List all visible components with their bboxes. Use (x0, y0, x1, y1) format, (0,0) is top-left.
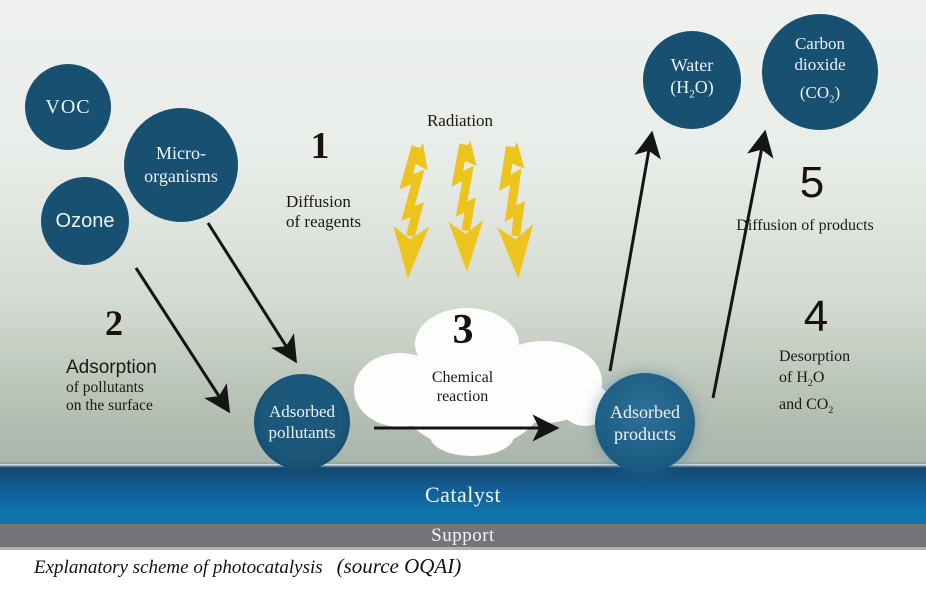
step5-number: 5 (799, 158, 825, 207)
step1-number: 1 (310, 125, 330, 167)
water-circle: Water (H2O) (643, 31, 741, 129)
microorganisms-label-line1: Micro- (156, 143, 206, 163)
voc-label: VOC (45, 95, 91, 118)
support-band: Support (0, 524, 926, 550)
microorganisms-circle: Micro- organisms (124, 108, 238, 222)
step5-text: Diffusion of products (736, 217, 874, 234)
microorganisms-label-line2: organisms (144, 166, 218, 186)
adsorbed-products-circle: Adsorbed products (595, 373, 695, 473)
water-label: Water (670, 55, 714, 76)
step1-text: Diffusion of reagents (286, 192, 362, 231)
step4-text: Desorption of H2O and CO2 (779, 348, 851, 417)
adsorbed-products-line2: products (614, 424, 676, 444)
chemical-reaction-cloud-icon (354, 308, 610, 456)
adsorbed-pollutants-line2: pollutants (268, 423, 336, 442)
co2-label-line2: dioxide (794, 55, 846, 75)
step3-text: Chemical reaction (431, 369, 494, 405)
arrow-microorganisms-to-pollutants (206, 222, 298, 364)
caption-source: (source OQAI) (336, 554, 462, 578)
step2-text: Adsorption of pollutants on the surface (66, 357, 157, 414)
arrow-products-to-co2 (711, 129, 774, 399)
adsorbed-pollutants-circle: Adsorbed pollutants (254, 374, 350, 470)
caption-main: Explanatory scheme of photocatalysis (34, 557, 323, 578)
step4-number: 4 (803, 292, 829, 341)
catalyst-label: Catalyst (424, 482, 502, 507)
adsorbed-pollutants-line1: Adsorbed (268, 402, 336, 421)
step3-number: 3 (452, 307, 474, 353)
carbon-dioxide-circle: Carbon dioxide (CO2) (762, 14, 878, 130)
support-label: Support (431, 524, 495, 546)
radiation-label: Radiation (426, 111, 494, 130)
voc-circle: VOC (25, 64, 111, 150)
figure-caption: Explanatory scheme of photocatalysis (sou… (34, 554, 461, 579)
co2-label-line1: Carbon (794, 34, 846, 54)
water-formula: (H2O) (670, 77, 714, 101)
catalyst-band: Catalyst (0, 462, 926, 526)
adsorbed-products-line1: Adsorbed (610, 402, 680, 422)
ozone-circle: Ozone (41, 177, 129, 265)
arrow-products-to-water (608, 130, 661, 372)
co2-formula: (CO2) (799, 83, 841, 106)
step2-number: 2 (105, 303, 123, 343)
arrow-ozone-to-pollutants (134, 267, 231, 414)
ozone-label: Ozone (55, 209, 115, 232)
